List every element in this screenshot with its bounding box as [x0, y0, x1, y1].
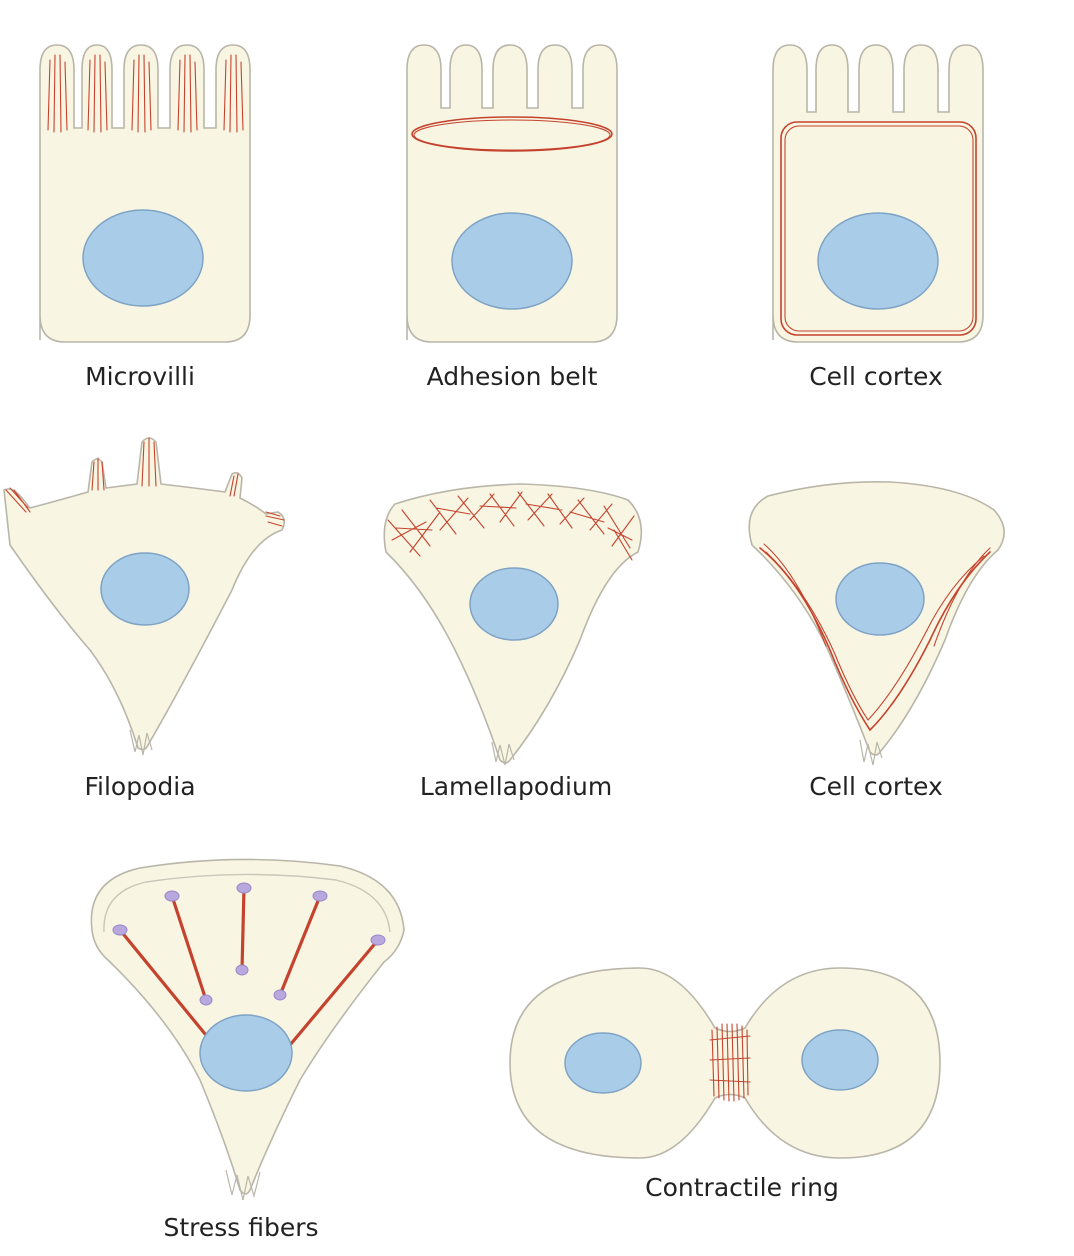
filopodia-tail — [129, 729, 153, 756]
cell-cortex-top-actin — [780, 121, 977, 336]
adhesion-belt-cell — [406, 44, 618, 343]
lamellapodium-tail — [491, 741, 515, 766]
stress-fibers-inner-rim — [103, 873, 391, 933]
lamellapodium-cell — [383, 483, 643, 766]
cell-cortex-middle-tail — [859, 739, 883, 766]
stress-fibers-cell — [90, 858, 405, 1201]
contractile-ring-nucleus-left — [564, 1032, 642, 1094]
contractile-ring-cell-body — [509, 967, 941, 1159]
cell-cortex-middle-nucleus — [835, 562, 925, 636]
label-filopodia: Filopodia — [84, 772, 195, 801]
filopodia-nucleus — [100, 552, 190, 626]
label-lamellapodium: Lamellapodium — [420, 772, 612, 801]
stress-fibers-actin — [118, 886, 380, 1047]
cell-cortex-cell-top — [772, 44, 984, 343]
adhesion-belt-nucleus — [451, 212, 573, 310]
label-cell-cortex-middle: Cell cortex — [809, 772, 943, 801]
microvilli-actin-bundles — [47, 54, 244, 133]
label-microvilli: Microvilli — [85, 362, 195, 391]
cell-cortex-top-nucleus — [817, 212, 939, 310]
cell-cortex-middle-actin — [759, 543, 991, 732]
adhesion-belt-ring — [411, 116, 613, 152]
label-adhesion-belt: Adhesion belt — [427, 362, 598, 391]
contractile-ring-cell — [509, 967, 941, 1159]
contractile-ring-nucleus-right — [801, 1029, 879, 1091]
lamellapodium-nucleus — [469, 567, 559, 641]
filopodia-cell — [3, 437, 286, 756]
cell-cortex-cell-middle — [748, 480, 1005, 766]
microvilli-nucleus — [82, 209, 204, 307]
microvilli-cell — [39, 44, 251, 343]
lamellapodium-actin-mesh — [387, 491, 635, 561]
label-cell-cortex-top: Cell cortex — [809, 362, 943, 391]
contractile-ring-actin — [709, 1023, 751, 1102]
label-stress-fibers: Stress fibers — [163, 1213, 318, 1242]
stress-fibers-tail — [225, 1169, 261, 1201]
focal-adhesions — [112, 882, 386, 1006]
filopodia-actin-bundles — [5, 437, 285, 527]
label-contractile-ring: Contractile ring — [645, 1173, 839, 1202]
stress-fibers-nucleus — [199, 1014, 293, 1092]
